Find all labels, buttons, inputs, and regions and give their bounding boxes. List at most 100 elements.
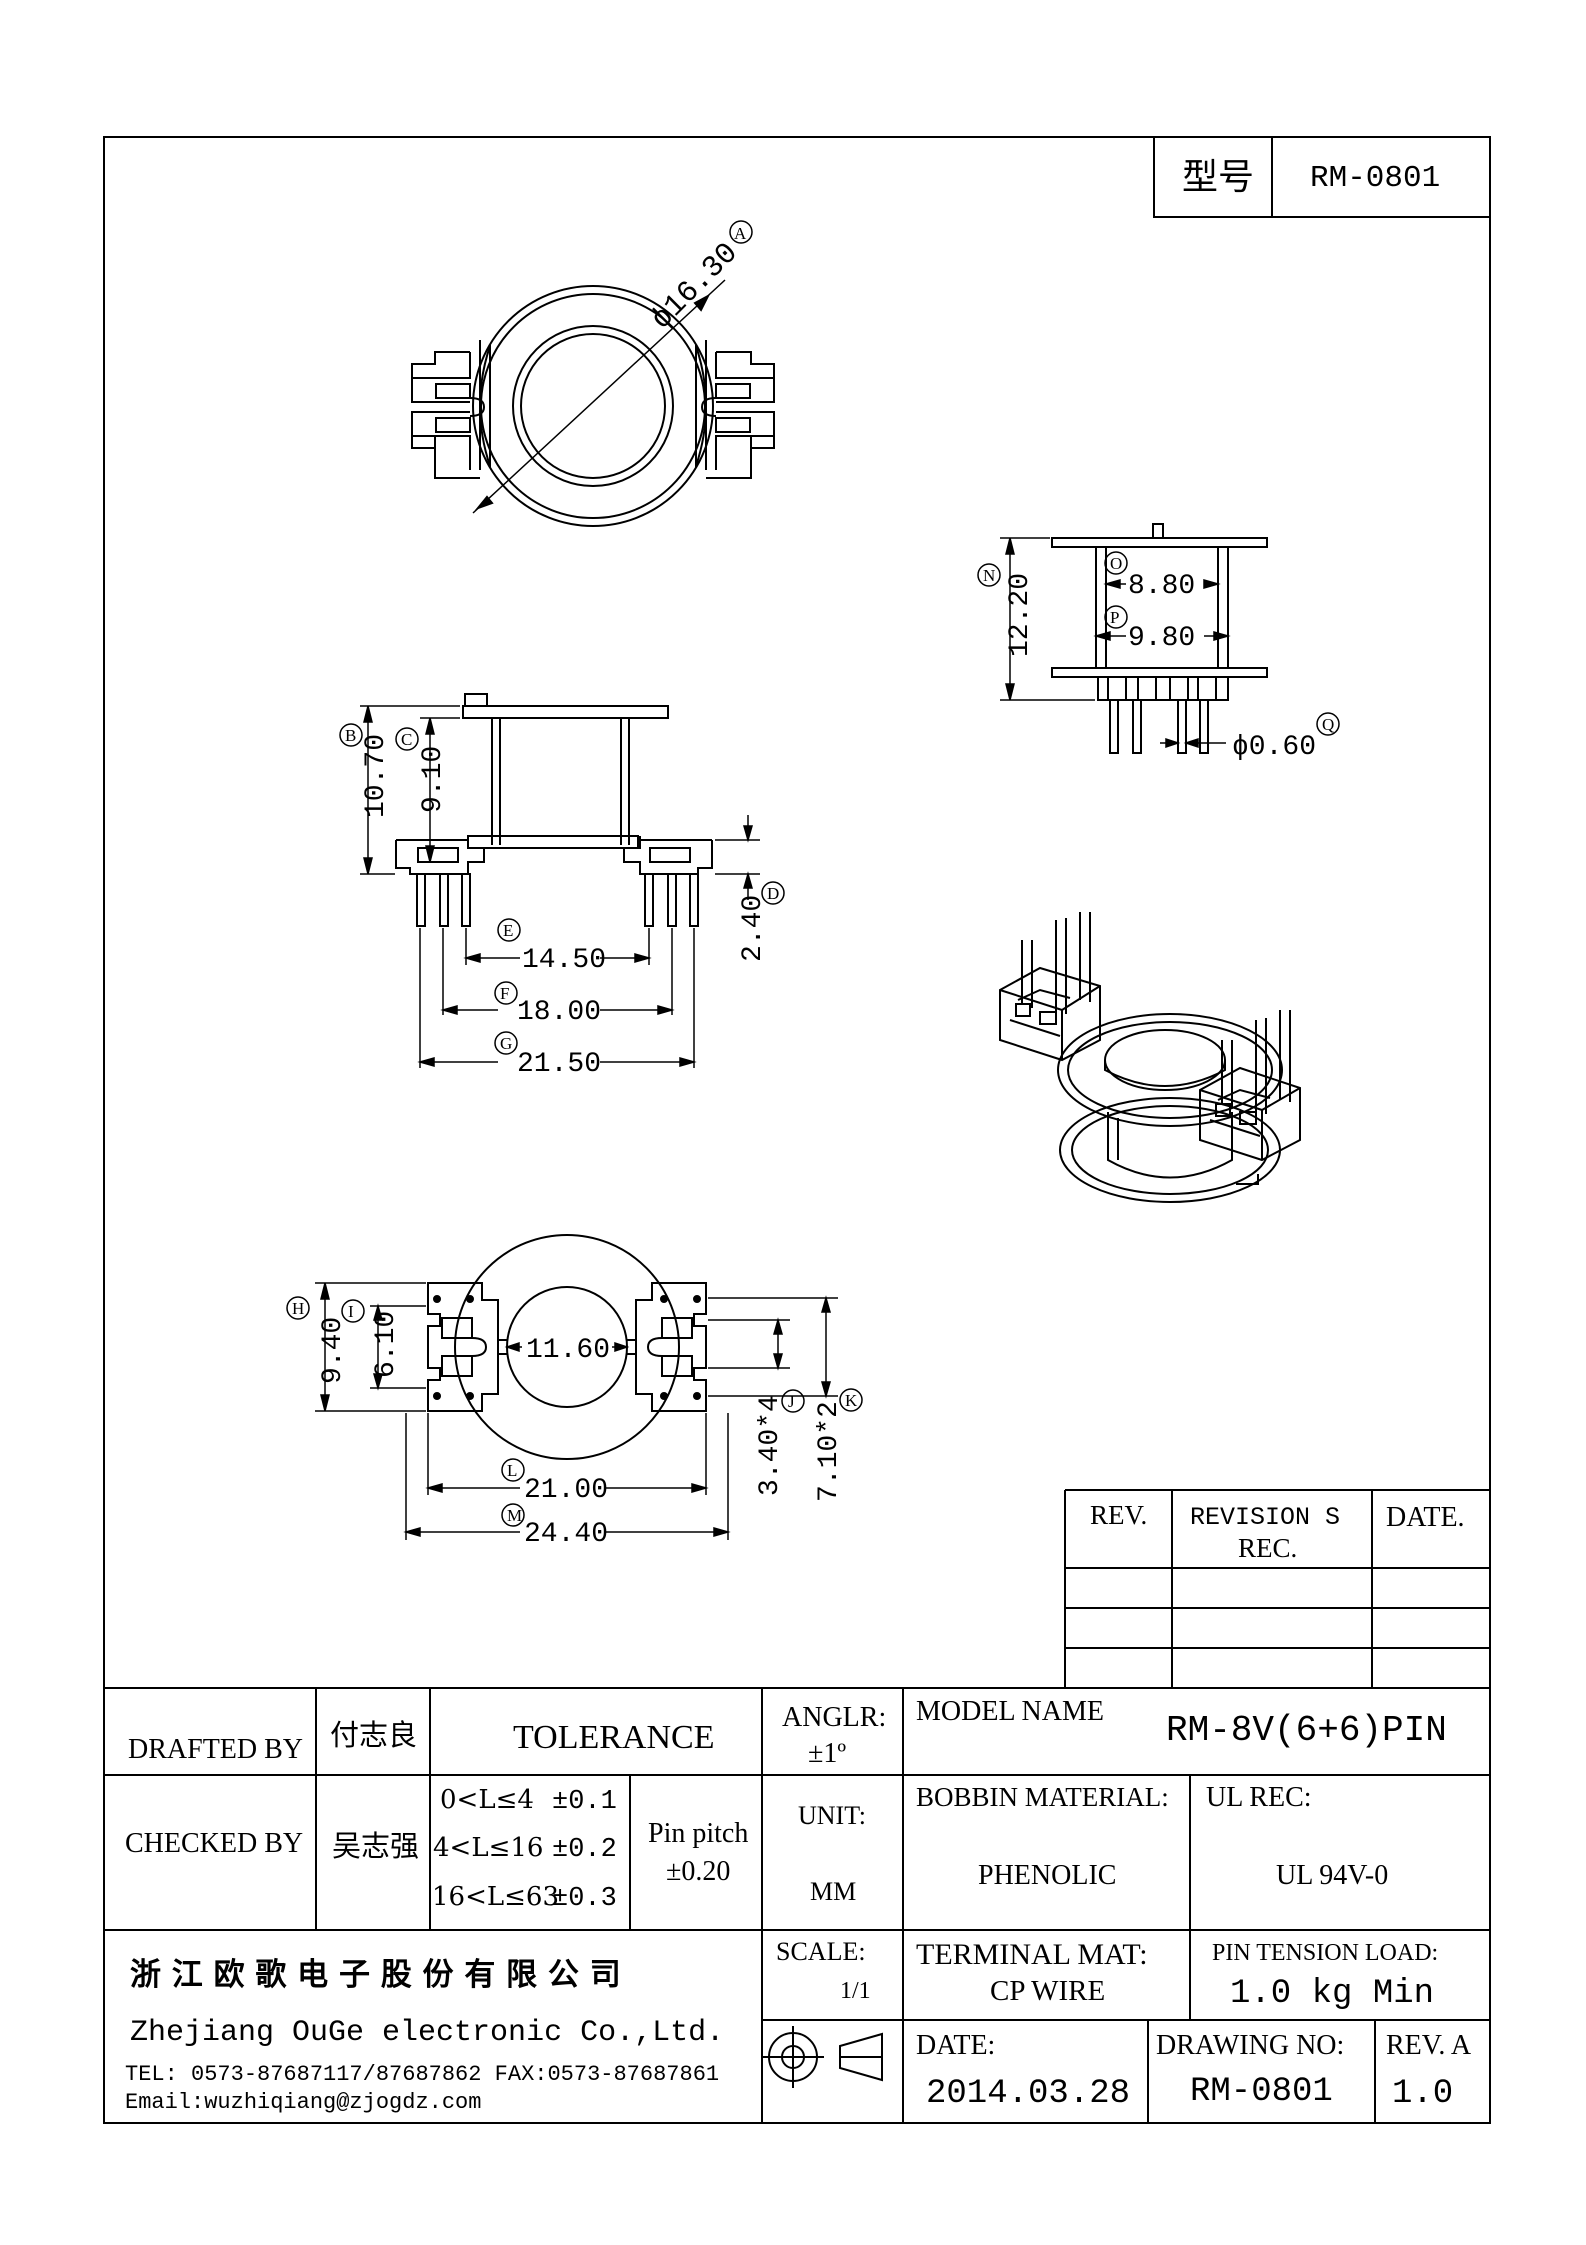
- dim-O: 8.80 O: [1104, 551, 1195, 602]
- dim-C-text: 9.10: [418, 746, 449, 813]
- terminal-mat-value: CP WIRE: [990, 1975, 1105, 2007]
- pin-tension-label: PIN TENSION LOAD:: [1212, 1940, 1438, 1966]
- revisions-date-header: DATE.: [1386, 1502, 1465, 1533]
- front-view-dims: [360, 705, 760, 1068]
- unit-value: MM: [810, 1877, 856, 1906]
- dim-L: 21.00 L: [501, 1458, 608, 1506]
- dim-J-tag: J: [788, 1392, 795, 1411]
- tolerance-row-value: ±0.2: [552, 1835, 617, 1865]
- model-box-label: 型号: [1182, 157, 1254, 198]
- dim-I-text: 6.10: [371, 1311, 402, 1378]
- dim-G: 21.50 G: [494, 1031, 601, 1080]
- projection-symbol-icon: [762, 2026, 883, 2088]
- company-name-cn: 浙 江 欧 歌 电 子 股 份 有 限 公 司: [130, 1957, 621, 1993]
- side-view-dims: [1000, 537, 1231, 749]
- scale-label: SCALE:: [776, 1937, 866, 1966]
- dim-K: 7.10*2 K: [814, 1388, 863, 1502]
- dim-H-text: 9.40: [318, 1317, 349, 1384]
- checked-by-label: CHECKED BY: [125, 1828, 303, 1859]
- dim-O-tag: O: [1110, 554, 1122, 573]
- dim-E-tag: E: [503, 921, 513, 940]
- model-box-value: RM-0801: [1310, 161, 1440, 196]
- revisions-header-line2: REC.: [1238, 1533, 1297, 1563]
- dim-A: ϕ16.30 A: [645, 220, 753, 337]
- model-name-value: RM-8V(6+6)PIN: [1166, 1710, 1447, 1751]
- dim-M-text: 24.40: [524, 1519, 608, 1550]
- dim-M-tag: M: [507, 1506, 522, 1525]
- date-label: DATE:: [916, 2030, 995, 2061]
- top-view: [411, 279, 775, 527]
- dim-I: 6.10 I: [341, 1299, 402, 1378]
- dim-Q: ϕ0.60 Q: [1232, 712, 1340, 763]
- dim-Q-tag: Q: [1322, 715, 1334, 734]
- pin-pitch-value: ±0.20: [666, 1856, 730, 1887]
- tolerance-row-range: 16<L≤63: [432, 1882, 559, 1912]
- company-email: Email:wuzhiqiang@zjogdz.com: [125, 2090, 481, 2115]
- dim-H: 9.40 H: [286, 1296, 349, 1384]
- pin-tension-value: 1.0 kg Min: [1230, 1975, 1434, 2013]
- dim-G-text: 21.50: [517, 1049, 601, 1080]
- dim-J: 3.40*4 J: [755, 1389, 805, 1496]
- revisions-rev-header: REV.: [1090, 1500, 1147, 1530]
- dim-A-text: ϕ16.30: [645, 237, 745, 337]
- title-block-grid: [104, 1687, 1490, 2123]
- dim-K-tag: K: [845, 1391, 858, 1410]
- dim-G-tag: G: [500, 1034, 512, 1053]
- dim-K-text: 7.10*2: [814, 1401, 845, 1502]
- dim-E-text: 14.50: [522, 945, 606, 976]
- model-box: 型号 RM-0801: [1153, 136, 1491, 218]
- dim-B-tag: B: [345, 726, 356, 745]
- model-name-label: MODEL NAME: [916, 1696, 1104, 1727]
- angle-label: ANGLR:: [782, 1702, 886, 1733]
- dim-center: 11.60: [526, 1335, 610, 1366]
- sheet-border: [103, 136, 1491, 2124]
- tolerance-row-value: ±0.1: [552, 1787, 617, 1817]
- dim-N: 12.20 N: [977, 563, 1036, 657]
- dim-E: 14.50 E: [497, 918, 606, 976]
- drafted-by-name: 付志良: [330, 1718, 417, 1752]
- dim-H-tag: H: [292, 1299, 304, 1318]
- dim-L-tag: L: [507, 1461, 517, 1480]
- side-view: [1051, 523, 1268, 754]
- rev-label: REV. A: [1386, 2030, 1472, 2061]
- drawing-no-label: DRAWING NO:: [1156, 2030, 1344, 2061]
- drafted-by-label: DRAFTED BY: [128, 1734, 303, 1765]
- bottom-view-dims: [315, 1282, 838, 1540]
- bobbin-material-value: PHENOLIC: [978, 1860, 1116, 1891]
- drawing-no-value: RM-0801: [1190, 2073, 1333, 2111]
- bobbin-material-label: BOBBIN MATERIAL:: [916, 1782, 1169, 1812]
- terminal-mat-label: TERMINAL MAT:: [916, 1938, 1148, 1971]
- dim-Q-text: ϕ0.60: [1232, 732, 1316, 763]
- tolerance-row-value: ±0.3: [552, 1884, 617, 1914]
- dim-L-text: 21.00: [524, 1475, 608, 1506]
- scale-value: 1/1: [840, 1978, 871, 2004]
- revisions-table: [1064, 1489, 1490, 1688]
- revisions-header-line1: REVISION S: [1190, 1503, 1340, 1532]
- dim-A-tag: A: [734, 224, 747, 243]
- company-contact: TEL: 0573-87687117/87687862 FAX:0573-876…: [125, 2062, 719, 2087]
- ul-rec-label: UL REC:: [1206, 1782, 1312, 1813]
- dim-B-text: 10.70: [361, 734, 392, 818]
- dim-D-tag: D: [767, 884, 779, 903]
- company-name-en: Zhejiang OuGe electronic Co.,Ltd.: [130, 2016, 724, 2050]
- pin-pitch-label: Pin pitch: [648, 1818, 748, 1849]
- dim-J-text: 3.40*4: [755, 1395, 786, 1496]
- tolerance-label: TOLERANCE: [513, 1719, 714, 1756]
- tolerance-row-range: 0<L≤4: [440, 1785, 534, 1815]
- tolerance-rows: 0<L≤4 ±0.1 4<L≤16 ±0.2 16<L≤63 ±0.3: [432, 1785, 617, 1914]
- tolerance-row-range: 4<L≤16: [433, 1833, 543, 1863]
- dim-D: 2.40 D: [738, 881, 785, 962]
- dim-C: 9.10 C: [395, 727, 449, 813]
- dim-N-tag: N: [983, 566, 995, 585]
- dim-F-text: 18.00: [517, 997, 601, 1028]
- rev-value: 1.0: [1392, 2075, 1453, 2113]
- dim-P-tag: P: [1110, 608, 1119, 627]
- dim-F: 18.00 F: [494, 981, 601, 1028]
- front-view: [395, 693, 713, 927]
- dim-C-tag: C: [401, 730, 412, 749]
- isometric-view: [999, 912, 1301, 1203]
- dim-center-text: 11.60: [526, 1335, 610, 1366]
- dim-P-text: 9.80: [1128, 623, 1195, 654]
- dim-I-tag: I: [348, 1302, 354, 1321]
